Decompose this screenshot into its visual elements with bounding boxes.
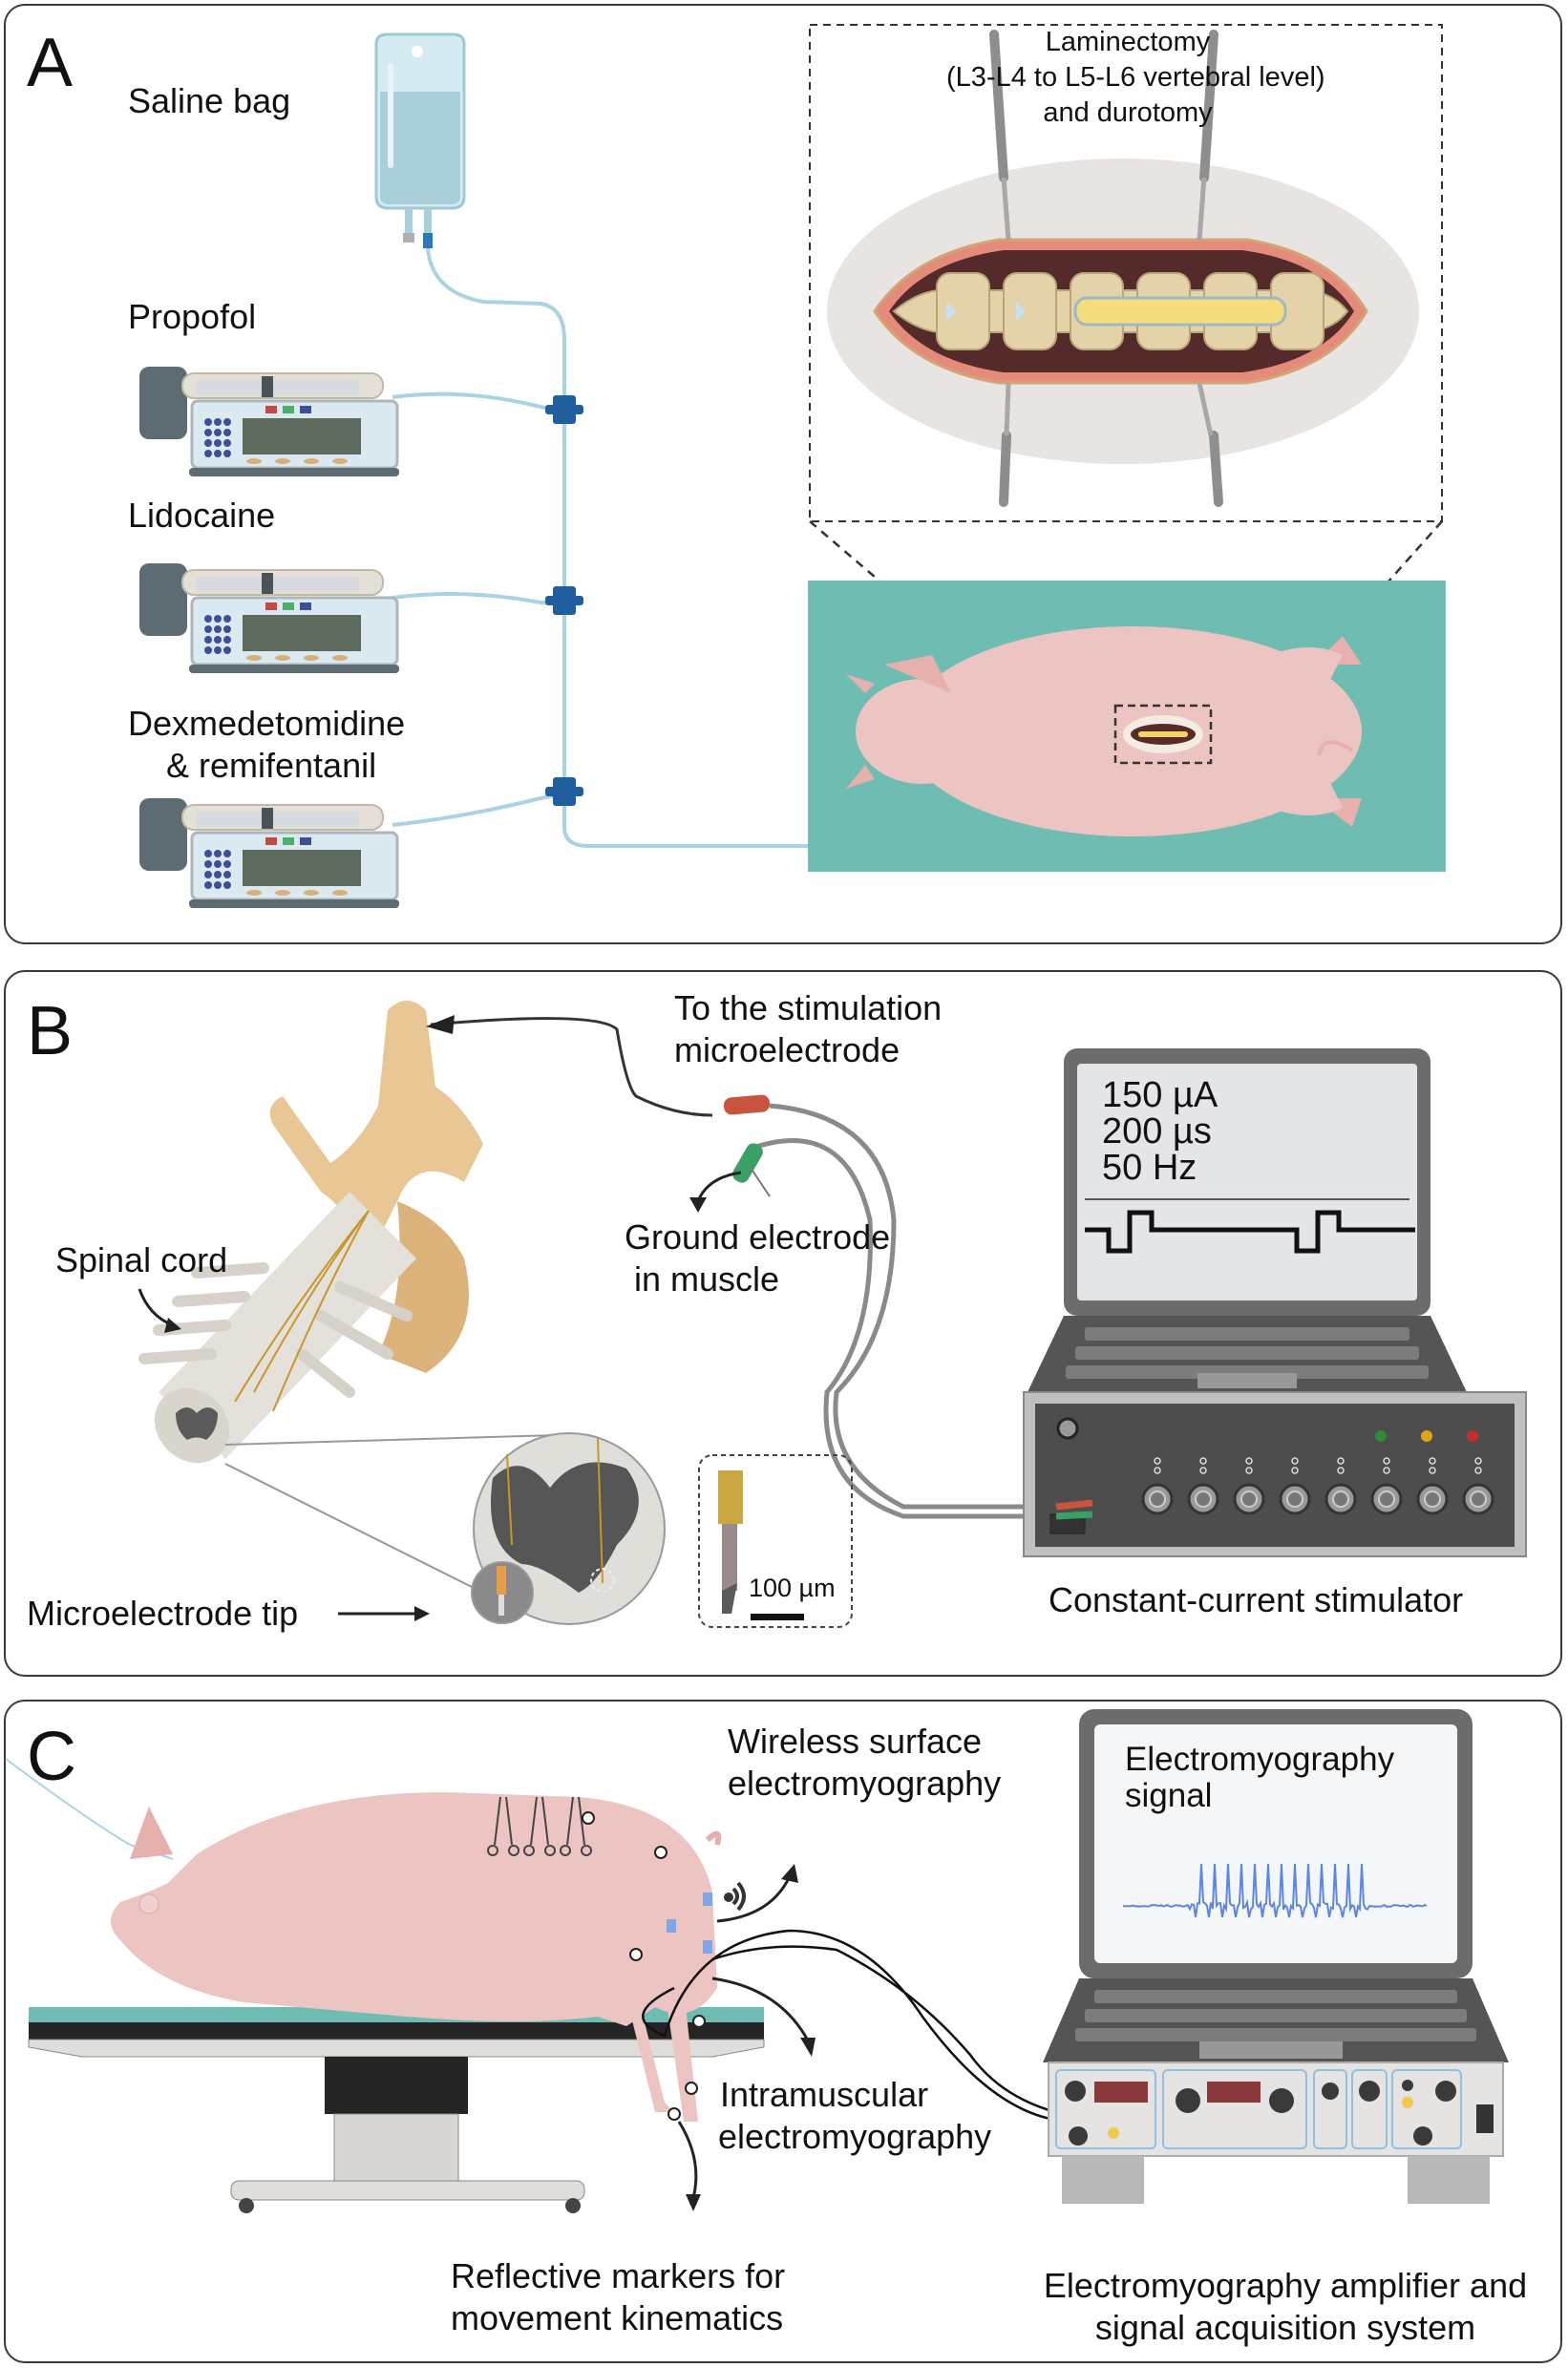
label-intra-line2: electromyography [718, 2116, 991, 2158]
emg-screen-title-line2: signal [1125, 1778, 1394, 1814]
microelectrode-photo [718, 1470, 743, 1614]
panel-b: B [4, 970, 1562, 1677]
label-markers-line1: Reflective markers for [451, 2255, 785, 2297]
label-ground-line1: Ground electrode [625, 1216, 890, 1258]
stimulator-cables [751, 1106, 1056, 1516]
marker-icon [630, 1949, 642, 1960]
stimulator-screen-readout: 150 µA 200 µs 50 Hz [1102, 1077, 1218, 1186]
scale-bar [751, 1614, 804, 1620]
stim-current-value: 150 µA [1102, 1077, 1218, 1113]
saline-bag-icon [376, 34, 464, 248]
label-laminectomy-line2: (L3-L4 to L5-L6 vertebral level) [946, 60, 1309, 95]
marker-icon [668, 2108, 680, 2120]
label-ground-line2: in muscle [625, 1258, 890, 1300]
label-laminectomy-line3: and durotomy [946, 95, 1309, 131]
label-laminectomy: Laminectomy (L3-L4 to L5-L6 vertebral le… [946, 25, 1309, 131]
label-stim-line1: To the stimulation [674, 987, 942, 1029]
emg-screen-title: Electromyography signal [1125, 1742, 1394, 1814]
status-led [1375, 1430, 1387, 1442]
syringe-pump-icon [139, 367, 399, 476]
arrow-icon [414, 1606, 430, 1621]
label-markers-line2: movement kinematics [451, 2297, 785, 2339]
marker-icon [655, 1847, 667, 1858]
spinal-cord-illustration [139, 1192, 416, 1478]
label-ground-electrode: Ground electrode in muscle [625, 1216, 890, 1300]
marker-icon [686, 2083, 697, 2094]
filter-knob[interactable] [1269, 2088, 1294, 2113]
arrow-icon [686, 2194, 701, 2211]
stim-frequency-value: 50 Hz [1102, 1150, 1218, 1186]
label-stimulation-microelectrode: To the stimulation microelectrode [674, 987, 942, 1071]
label-stim-line2: microelectrode [674, 1029, 942, 1071]
emg-amplifier-device [1049, 2062, 1503, 2204]
marker-icon [583, 1812, 594, 1824]
label-laminectomy-line1: Laminectomy [946, 25, 1309, 60]
marker-icon [693, 2016, 705, 2027]
stim-pulse-width-value: 200 µs [1102, 1113, 1218, 1150]
power-knob[interactable] [1058, 1419, 1077, 1438]
label-wireless-line2: electromyography [728, 1763, 1001, 1805]
label-spinal-cord: Spinal cord [55, 1239, 227, 1281]
status-led [1421, 1430, 1432, 1442]
amp-power-switch[interactable] [1476, 2104, 1494, 2133]
stimulation-lead [431, 1019, 712, 1115]
arrow-icon [781, 1864, 798, 1883]
arrow-icon [426, 1015, 455, 1034]
wireless-signal-icon [726, 1883, 744, 1910]
red-clip-icon [723, 1094, 770, 1115]
label-amp-line1: Electromyography amplifier and [1018, 2265, 1553, 2307]
markers-arrow [679, 2122, 696, 2198]
arrow-icon [800, 2038, 816, 2057]
status-led [1467, 1430, 1478, 1442]
amp-display-right [1207, 2082, 1261, 2103]
emg-screen-title-line1: Electromyography [1125, 1742, 1394, 1778]
stimulator-laptop [1028, 1048, 1467, 1392]
label-stimulator: Constant-current stimulator [1049, 1579, 1463, 1621]
panel-a: A Saline bag Propofol Lidocaine Dexmedet… [4, 4, 1562, 944]
label-microelectrode-tip: Microelectrode tip [27, 1593, 298, 1635]
syringe-pump-icon [139, 798, 399, 908]
panel-c: C [4, 1700, 1562, 2363]
label-reflective-markers: Reflective markers for movement kinemati… [451, 2255, 785, 2339]
surgical-table-icon [29, 2007, 764, 2213]
panel-b-illustration [6, 972, 1564, 1679]
panel-a-illustration [6, 6, 1564, 946]
label-intra-line1: Intramuscular [718, 2074, 991, 2116]
amp-display-left [1094, 2082, 1148, 2103]
label-intramuscular-emg: Intramuscular electromyography [718, 2074, 991, 2158]
gain-knob[interactable] [1176, 2088, 1200, 2113]
ground-needle [751, 1168, 770, 1196]
scale-bar-label: 100 µm [749, 1574, 836, 1603]
label-wireless-emg: Wireless surface electromyography [728, 1721, 1001, 1805]
label-amp-line2: signal acquisition system [1018, 2307, 1553, 2349]
label-wireless-line1: Wireless surface [728, 1721, 1001, 1763]
arrow-icon [689, 1197, 707, 1213]
label-emg-amplifier: Electromyography amplifier and signal ac… [1018, 2265, 1553, 2349]
syringe-pump-icon [139, 563, 399, 673]
stimulator-device [1024, 1392, 1526, 1556]
green-clip-icon [730, 1140, 766, 1185]
